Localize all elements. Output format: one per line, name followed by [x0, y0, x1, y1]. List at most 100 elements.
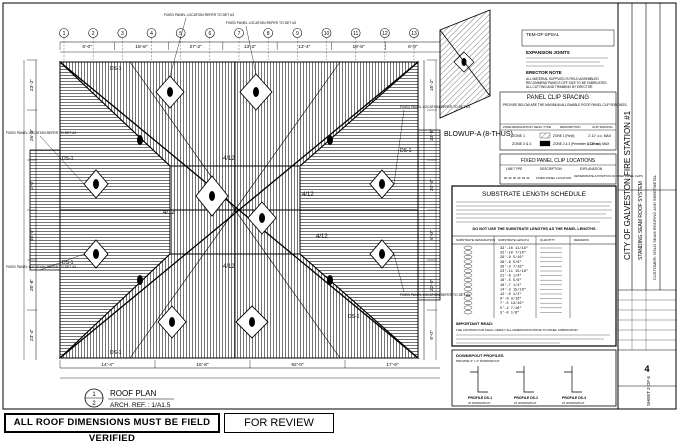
col-header: SUBSTRATE LENGTH [498, 238, 529, 242]
substrate-mark [463, 291, 473, 296]
dimension-text: 6'-0" [408, 44, 418, 50]
dimension-text: 23'-4" [29, 329, 35, 342]
downspout-profiles: DOWNSPOUT PROFILES PROVIDE 3" x 4" DOWNS… [451, 349, 617, 407]
crickets [83, 73, 395, 339]
zone-spacing: 2'-11" o.c. MAX [588, 134, 612, 138]
roof-drain [137, 275, 143, 285]
substrate-length: 18'-5 5/8" [500, 278, 522, 283]
plan-title-text: ROOF PLAN [110, 389, 156, 398]
profile-note: AT DOWNSPOUT [562, 401, 585, 405]
fixed-panel-table: FIXED PANEL CLIP LOCATIONS LINE TYPE DES… [499, 153, 643, 185]
grid-number: 3 [121, 31, 124, 37]
dimension-text: 23'-2" [29, 79, 35, 92]
substrate-length: 23'-11 15/16" [500, 269, 528, 274]
dimension-text: 6'-0" [82, 44, 92, 50]
roof-drain [249, 317, 255, 327]
substrate-mark [463, 310, 473, 315]
dimension-text: 92'-0" [291, 362, 304, 368]
roof-drain [379, 179, 385, 189]
top-dimensions: 6'-0"18'-8"27'-2"13'-2"13'-4"18'-8"6'-0" [59, 42, 418, 50]
sheet-number: 4 [644, 364, 649, 374]
profile-note: AT DOWNSPOUT [514, 401, 537, 405]
roof-drain [93, 179, 99, 189]
fixed-desc: FIXED PANEL LOCATION [536, 176, 571, 180]
substrate-length: 9'-9 3/16" [500, 297, 522, 302]
col-header: ZONE DESIGNATION [503, 125, 533, 129]
blowup-title: BLOWUP-A (8-THUS) [444, 131, 513, 138]
fixed-panel-title: FIXED PANEL CLIP LOCATIONS [521, 158, 596, 164]
customer-line: CUSTOMER: OSLO SEAM ROOFING AND SHEETMET… [652, 174, 657, 280]
roof-drain [137, 135, 143, 145]
ds-tag: DS-1 [110, 66, 122, 72]
dimension-text: 15'-2" [429, 79, 435, 92]
dimension-text: 13'-4" [298, 44, 311, 50]
important-title: IMPORTANT READ: [456, 321, 493, 326]
substrate-mark [463, 282, 473, 287]
grid-number: 1 [63, 31, 66, 37]
substrate-mark [463, 259, 473, 264]
downspout-tags: DS-1 DS-1 DS-1 DS-1 DS-1 DS-1 [62, 66, 412, 356]
substrate-mark [463, 254, 473, 259]
dimension-text: 26'-0" [29, 129, 35, 142]
grid-number: 13 [411, 31, 417, 37]
substrate-mark [463, 273, 473, 278]
substrate-warning: DO NOT USE THE SUBSTRATE LENGTHS AS THE … [472, 227, 596, 231]
col-header: EXPLANATION [580, 167, 603, 171]
grid-number: 8 [267, 31, 270, 37]
for-review-box: FOR REVIEW [224, 413, 334, 433]
blowup-detail: BLOWUP-A (8-THUS) [439, 9, 513, 138]
project-title: CITY OF GALVESTON FIRE STATION #1 [623, 110, 632, 260]
bottom-dimensions: 14'-4"16'-8"92'-0"17'-6" [59, 360, 399, 368]
ds-tag: DS-1 [110, 350, 122, 356]
important-text: THE CONTRACTOR SHALL VERIFY ALL DIMENSIO… [456, 328, 578, 332]
col-header: REMARKS [574, 238, 589, 242]
grid-number: 4 [150, 31, 153, 37]
dimension-text: 26'-8" [29, 279, 35, 292]
dimension-text: 13'-2" [244, 44, 257, 50]
dimension-text: 16'-8" [196, 362, 209, 368]
zone-label: ZONE 1 [512, 134, 525, 138]
dimension-text: 18'-8" [352, 44, 365, 50]
roof-drain [209, 191, 215, 201]
substrate-length: 28'-6 5/8" [500, 260, 522, 265]
field-verify-banner: ALL ROOF DIMENSIONS MUST BE FIELD VERIFI… [4, 413, 220, 444]
expansion-title: EXPANSION JOINTS [526, 50, 570, 55]
fixed-expl: DETERMINATE & POSITION OF FIXED PANEL CL… [574, 174, 643, 178]
roof-drains [93, 87, 385, 327]
substrate-length: 21'-8 1/4" [500, 274, 522, 279]
substrate-mark [463, 278, 473, 283]
zone-desc: ZONE 1 (Field) [553, 134, 574, 138]
grid-number: 9 [296, 31, 299, 37]
roof-wing-east [417, 129, 441, 301]
substrate-length: 5'-2 7/16" [500, 306, 522, 311]
downspout-subtitle: PROVIDE 3" x 4" DOWNSPOUT [456, 359, 500, 363]
grid-number: 5 [179, 31, 182, 37]
roof-drain [169, 317, 175, 327]
slope-label: 4/12 [302, 192, 314, 198]
dimension-text: 17'-6" [386, 362, 399, 368]
substrate-mark [463, 268, 473, 273]
slope-label: 4/12 [163, 210, 175, 216]
notes-header: TEM-OF-SPSAL [526, 32, 560, 37]
erector-title: ERECTOR NOTE [526, 70, 562, 75]
substrate-length: 7'-5 13/16" [500, 301, 524, 306]
substrate-length: 14'-3 15/16" [500, 287, 526, 292]
dimension-text: 27'-2" [190, 44, 203, 50]
ds-tag: DS-1 [62, 156, 74, 162]
callout: FIXED PANEL LOCATION REFER TO DET #3 [6, 131, 76, 135]
substrate-schedule: SUBSTRATE LENGTH SCHEDULE DO NOT USE THE… [451, 185, 617, 347]
hip-lines [59, 61, 419, 359]
arch-ref: ARCH. REF. : 1/A1.5 [110, 402, 171, 409]
col-header: DESCRIPTION [540, 167, 562, 171]
roof-drain [327, 275, 333, 285]
ds-tag: DS-1 [400, 148, 412, 154]
panel-clip-title: PANEL CLIP SPACING [527, 95, 589, 101]
slope-label: 4/12 [223, 156, 235, 162]
substrate-length: 12'-0 1/2" [500, 292, 522, 297]
sheet-of: SHEET 3 OF 6 [646, 376, 651, 406]
substrate-length: 33'-10 11/16" [500, 246, 528, 251]
roof-drain [259, 213, 265, 223]
substrate-mark [463, 245, 473, 250]
substrate-length: 26'-3 7/16" [500, 264, 524, 269]
zone-label: ZONE 2 & 3 [512, 142, 531, 146]
